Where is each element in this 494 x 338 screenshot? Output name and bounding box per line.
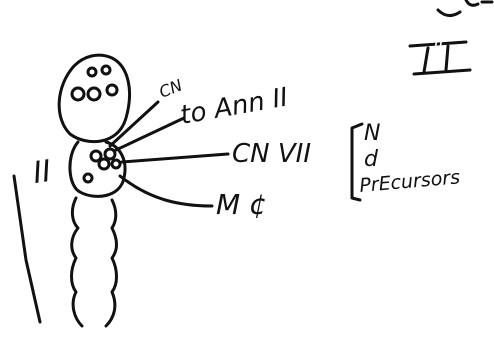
column-left-side [72, 198, 83, 326]
column-right-side [106, 200, 117, 326]
pointer-line-cn [110, 102, 158, 146]
cn-abbrev-label: CN [156, 75, 185, 101]
pointer-line-m [120, 176, 212, 206]
nucleus-circle [105, 149, 115, 159]
small-circle [88, 88, 100, 100]
small-circle [107, 85, 117, 95]
nucleus-circle [84, 174, 92, 182]
bracket-d-label: d [364, 147, 379, 172]
left-edge-line [14, 176, 40, 322]
to-ann-label: to Ann II [178, 82, 290, 130]
pointer-line-cn-vii [122, 154, 228, 162]
left-numeral-label: II [31, 154, 54, 191]
small-circle [102, 66, 110, 74]
pointer-line-ann [116, 118, 184, 150]
top-edge-scribble [438, 0, 492, 16]
cn-vii-label: CN VII [232, 139, 311, 169]
small-circle [88, 68, 96, 76]
small-circle [72, 88, 84, 100]
m-phi-label: M ¢ [216, 188, 267, 221]
top-right-numeral-label: II [433, 37, 443, 56]
nucleus-circle [99, 159, 109, 169]
bracket-n-label: N [364, 121, 380, 146]
nucleus-circle [112, 160, 120, 168]
